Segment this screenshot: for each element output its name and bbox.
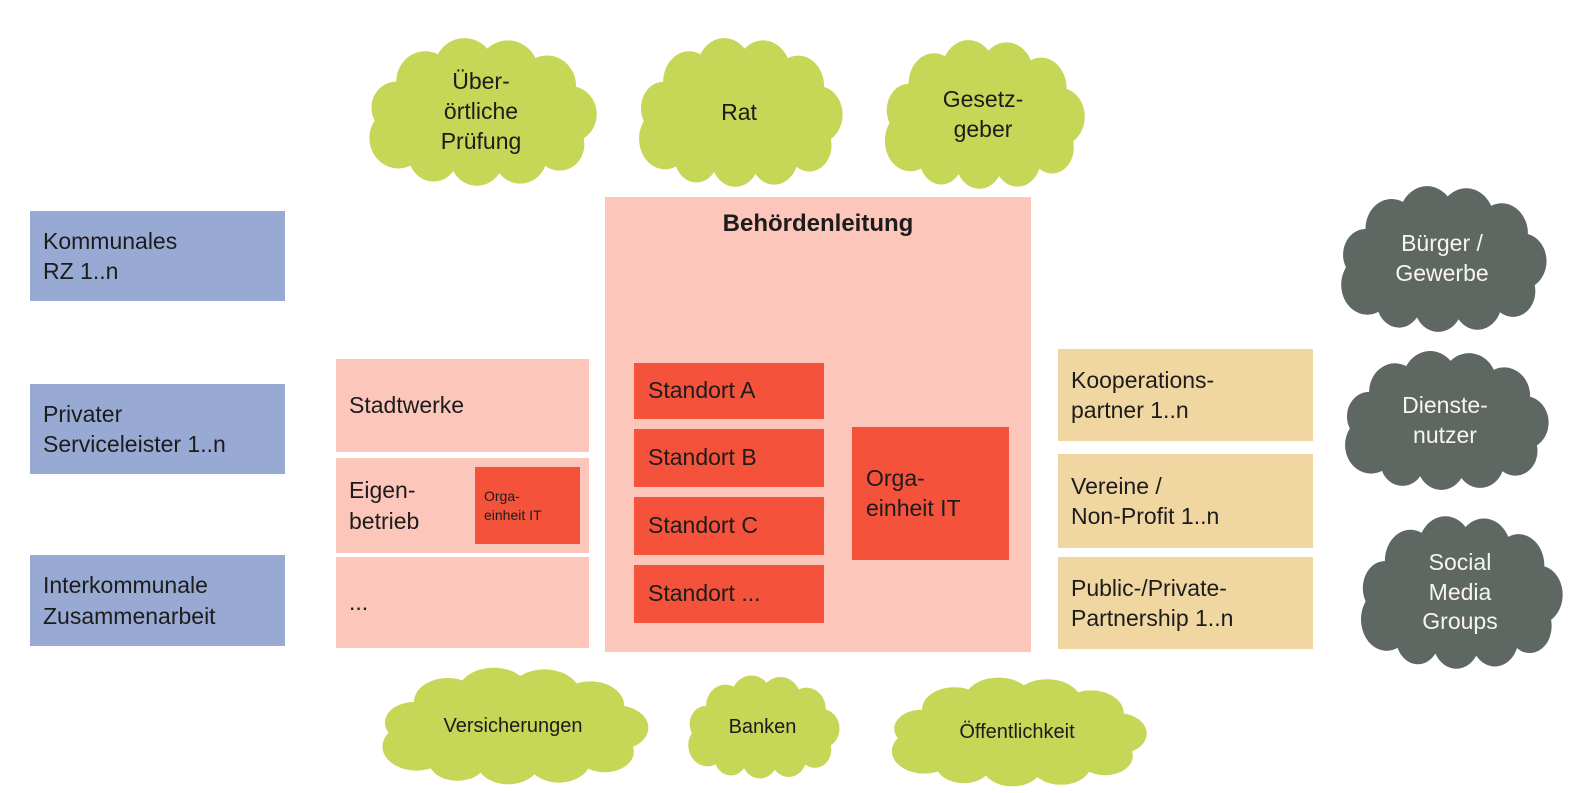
cloud-label: Versicherungen (443, 715, 583, 737)
box-label: Kommunales RZ 1..n (43, 227, 178, 284)
box-label: Orga- einheit IT (484, 488, 542, 523)
cloud-oeffentlichkeit: Öffentlichkeit (878, 676, 1156, 788)
box-orgaeinheit-it-eigenbetrieb: Orga- einheit IT (475, 467, 580, 544)
box-label: Vereine / Non-Profit 1..n (1071, 472, 1220, 529)
cloud-versicherungen: Versicherungen (368, 666, 658, 786)
box-label: Interkommunale Zusammenarbeit (43, 572, 216, 629)
cloud-label: Rat (721, 98, 757, 125)
box-label: Public-/Private- Partnership 1..n (1071, 574, 1234, 631)
cloud-label: Banken (728, 716, 797, 738)
box-standort-b: Standort B (634, 429, 824, 487)
box-behoerdenleitung: Behördenleitung Standort A Standort B St… (605, 197, 1031, 652)
cloud-label: Über- örtliche Prüfung (440, 68, 522, 154)
cloud-label: Gesetz- geber (942, 85, 1024, 142)
box-public-private-partnership: Public-/Private- Partnership 1..n (1058, 557, 1313, 649)
box-kommunales-rz: Kommunales RZ 1..n (30, 211, 285, 301)
box-label: Orga- einheit IT (866, 464, 961, 521)
cloud-label: Öffentlichkeit (959, 721, 1075, 743)
cloud-label: Bürger / Gewerbe (1395, 230, 1489, 286)
box-orgaeinheit-it: Orga- einheit IT (852, 427, 1009, 560)
box-label: Kooperations- partner 1..n (1071, 366, 1215, 423)
cloud-dienstenutzer: Dienste- nutzer (1334, 349, 1556, 492)
box-label: Standort A (648, 377, 756, 404)
box-privater-serviceleister: Privater Serviceleister 1..n (30, 384, 285, 474)
box-label: Standort C (648, 512, 758, 539)
box-weitere-einheiten: ... (336, 557, 589, 648)
box-eigenbetrieb: Eigen- betrieb Orga- einheit IT (336, 458, 589, 553)
behoerdenleitung-title: Behördenleitung (722, 210, 914, 237)
box-label: Eigen- betrieb (349, 477, 420, 534)
cloud-rat: Rat (628, 36, 850, 189)
box-standort-a: Standort A (634, 363, 824, 419)
box-label: Privater Serviceleister 1..n (43, 400, 226, 457)
cloud-label: Social Media Groups (1422, 548, 1498, 635)
box-label: ... (349, 589, 369, 616)
cloud-banken: Banken (680, 674, 845, 780)
box-standort-c: Standort C (634, 497, 824, 555)
cloud-ueberoertliche-pruefung: Über- örtliche Prüfung (357, 36, 605, 188)
cloud-label: Dienste- nutzer (1402, 391, 1488, 448)
box-label: Stadtwerke (349, 392, 465, 419)
cloud-gesetzgeber: Gesetz- geber (874, 38, 1092, 191)
cloud-buerger-gewerbe: Bürger / Gewerbe (1330, 184, 1554, 334)
cloud-social-media-groups: Social Media Groups (1350, 514, 1570, 671)
box-vereine-nonprofit: Vereine / Non-Profit 1..n (1058, 454, 1313, 548)
box-label: Standort ... (648, 580, 761, 607)
box-kooperationspartner: Kooperations- partner 1..n (1058, 349, 1313, 441)
box-label: Standort B (648, 444, 757, 471)
box-stadtwerke: Stadtwerke (336, 359, 589, 452)
box-interkommunale-zusammenarbeit: Interkommunale Zusammenarbeit (30, 555, 285, 646)
box-standort-weitere: Standort ... (634, 565, 824, 623)
